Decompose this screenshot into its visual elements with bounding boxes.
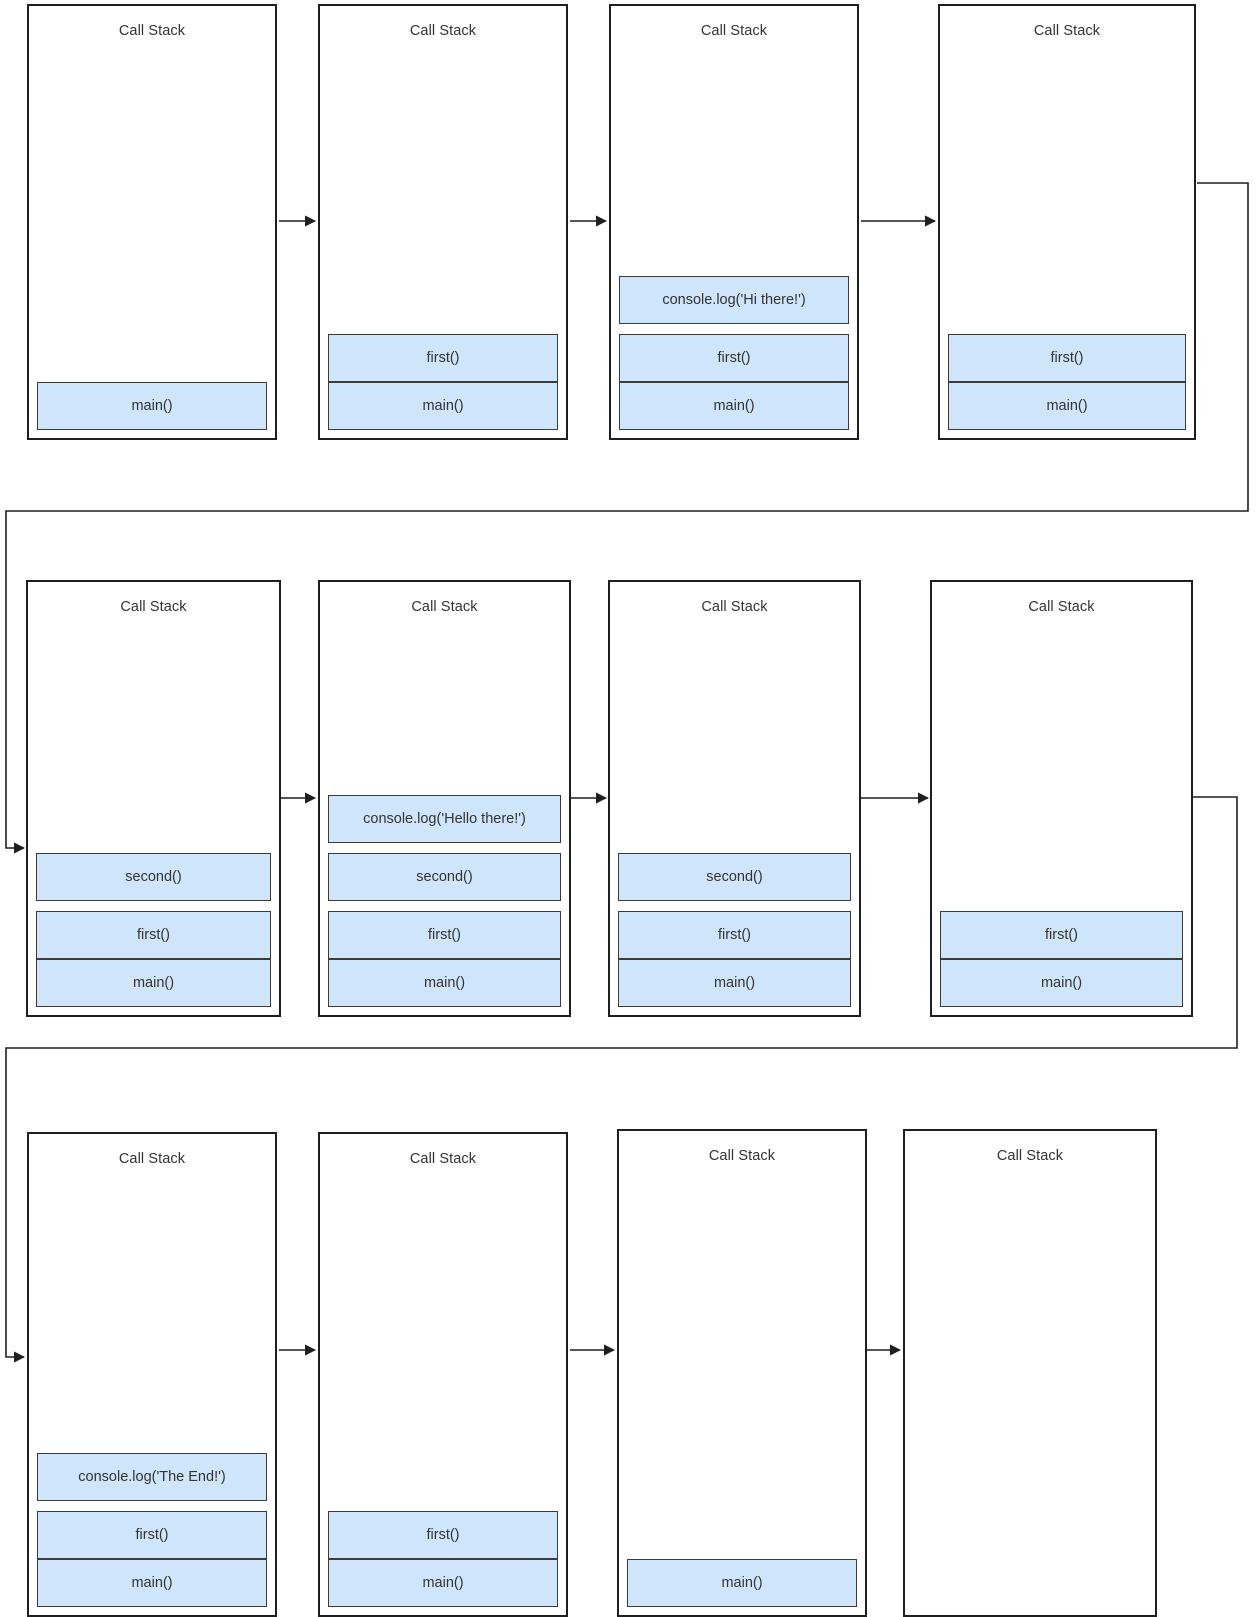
stack-frame[interactable]: main() [627,1559,857,1607]
panel-title: Call Stack [996,1148,1064,1164]
stack-frame-list: main() first() [328,1501,558,1607]
stack-frame[interactable]: main() [328,382,558,430]
stack-frame[interactable]: first() [940,911,1183,959]
stack-frame[interactable]: main() [36,959,271,1007]
call-stack-panel-step-4[interactable]: Call Stack main() first() [938,4,1196,440]
stack-frame[interactable]: first() [618,911,851,959]
stack-frame-list: main() [37,382,267,430]
stack-frame[interactable]: second() [328,853,561,901]
stack-frame[interactable]: first() [619,334,849,382]
stack-frame[interactable]: main() [619,382,849,430]
panel-title: Call Stack [118,23,186,39]
call-stack-panel-step-2[interactable]: Call Stack main() first() [318,4,568,440]
call-stack-panel-step-6[interactable]: Call Stack main() first() second() conso… [318,580,571,1017]
stack-frame[interactable]: first() [948,334,1186,382]
call-stack-panel-step-11[interactable]: Call Stack main() [617,1129,867,1617]
stack-frame-list: main() first() second() console.log('Hel… [328,785,561,1007]
call-stack-panel-step-8[interactable]: Call Stack main() first() [930,580,1193,1017]
stack-frame-list: main() first() second() [36,843,271,1007]
stack-frame[interactable]: console.log('Hello there!') [328,795,561,843]
panel-title: Call Stack [700,23,768,39]
panel-title: Call Stack [1028,599,1095,615]
panel-title: Call Stack [701,599,768,615]
stack-frame-list: main() first() [328,324,558,430]
stack-frame[interactable]: second() [36,853,271,901]
stack-frame-list: main() first() console.log('Hi there!') [619,266,849,430]
stack-frame[interactable]: main() [940,959,1183,1007]
stack-frame[interactable]: main() [37,1559,267,1607]
stack-frame-list: main() first() [940,901,1183,1007]
stack-frame[interactable]: first() [36,911,271,959]
stack-frame[interactable]: first() [328,1511,558,1559]
stack-frame-list: main() [627,1559,857,1607]
call-stack-panel-step-3[interactable]: Call Stack main() first() console.log('H… [609,4,859,440]
call-stack-panel-step-7[interactable]: Call Stack main() first() second() [608,580,861,1017]
panel-title: Call Stack [1033,23,1101,39]
stack-frame[interactable]: first() [37,1511,267,1559]
call-stack-panel-step-10[interactable]: Call Stack main() first() [318,1132,568,1617]
panel-title: Call Stack [411,599,478,615]
stack-frame[interactable]: main() [328,1559,558,1607]
stack-frame-list: main() first() second() [618,843,851,1007]
stack-frame[interactable]: main() [618,959,851,1007]
call-stack-panel-step-9[interactable]: Call Stack main() first() console.log('T… [27,1132,277,1617]
stack-frame[interactable]: console.log('Hi there!') [619,276,849,324]
stack-frame-list: main() first() console.log('The End!') [37,1443,267,1607]
stack-frame-list: main() first() [948,324,1186,430]
stack-frame[interactable]: main() [37,382,267,430]
panel-title: Call Stack [118,1151,186,1167]
panel-title: Call Stack [409,23,477,39]
call-stack-panel-step-12[interactable]: Call Stack [903,1129,1157,1617]
stack-frame[interactable]: console.log('The End!') [37,1453,267,1501]
stack-frame[interactable]: main() [948,382,1186,430]
panel-title: Call Stack [409,1151,477,1167]
call-stack-panel-step-5[interactable]: Call Stack main() first() second() [26,580,281,1017]
panel-title: Call Stack [120,599,187,615]
panel-title: Call Stack [708,1148,776,1164]
call-stack-panel-step-1[interactable]: Call Stack main() [27,4,277,440]
stack-frame[interactable]: first() [328,911,561,959]
stack-frame[interactable]: first() [328,334,558,382]
stack-frame[interactable]: second() [618,853,851,901]
stack-frame[interactable]: main() [328,959,561,1007]
